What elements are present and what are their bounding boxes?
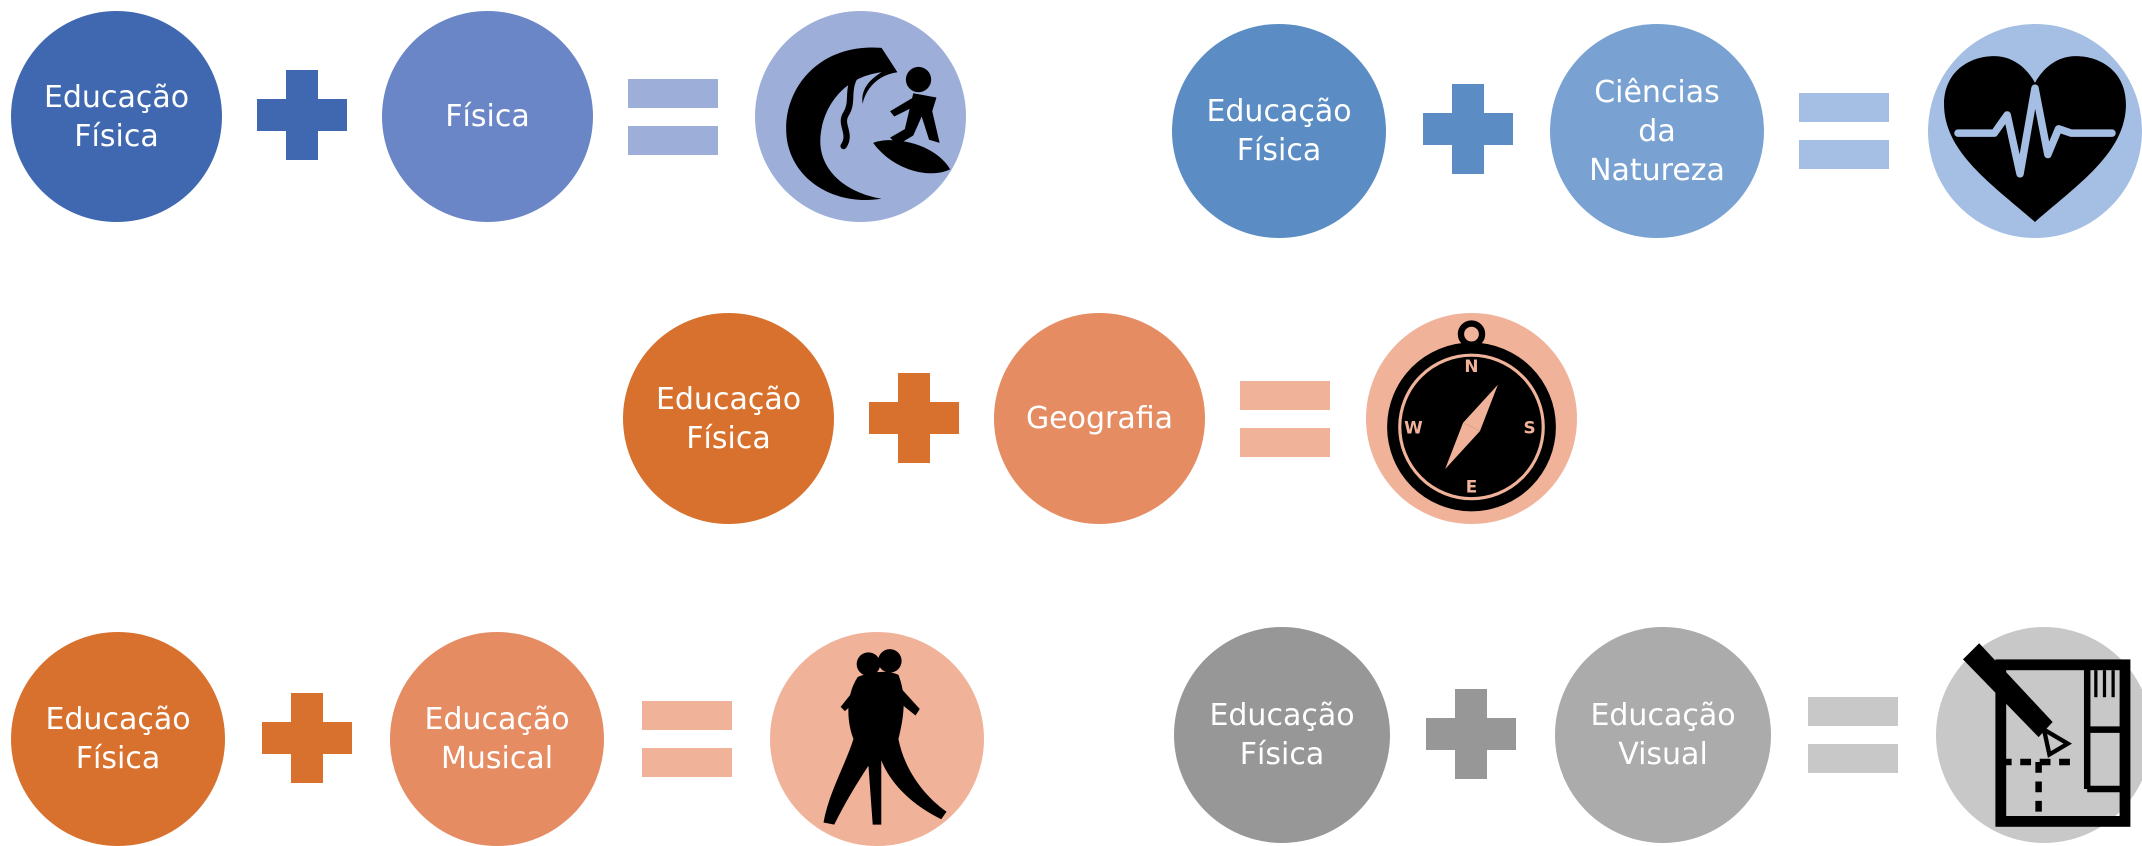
- equals-sign: [1799, 93, 1889, 169]
- plus-sign: [869, 373, 959, 463]
- plus-sign: [1423, 84, 1513, 174]
- right-circle-label: Física: [445, 99, 530, 134]
- result-circle: [1936, 627, 2142, 843]
- left-circle-label: Educação Física: [43, 79, 190, 154]
- left-circle: Educação Física: [11, 632, 225, 846]
- right-circle-label: Educação Musical: [424, 702, 570, 776]
- left-circle-label: Educação Física: [1206, 94, 1352, 168]
- left-circle: Educação Física: [623, 313, 834, 524]
- result-circle: [755, 11, 966, 222]
- right-circle-label: Ciências da Natureza: [1589, 74, 1725, 188]
- plus-sign: [262, 693, 352, 783]
- right-circle: Educação Visual: [1555, 627, 1771, 843]
- equals-sign: [1808, 697, 1898, 773]
- equals-sign: [642, 701, 732, 777]
- plus-sign: [257, 70, 347, 160]
- right-circle: Ciências da Natureza: [1550, 24, 1764, 238]
- compass-e-label: E: [1466, 476, 1478, 496]
- heart-pulse-icon: [1944, 56, 2126, 222]
- left-circle: Educação Física: [11, 11, 222, 222]
- left-circle: Educação Física: [1172, 24, 1386, 238]
- result-circle: N S E W: [1366, 313, 1577, 524]
- right-circle: Geografia: [994, 313, 1205, 524]
- equals-sign: [1240, 381, 1330, 457]
- compass-w-label: W: [1404, 417, 1423, 437]
- result-circle: [770, 632, 984, 846]
- left-circle: Educação Física: [1174, 627, 1390, 843]
- compass-s-label: S: [1523, 417, 1535, 437]
- result-circle: [1928, 24, 2142, 238]
- equals-sign: [628, 79, 718, 155]
- surfing-icon: [786, 47, 951, 201]
- left-circle-label: Educação Física: [1209, 698, 1355, 772]
- right-circle-label: Educação Visual: [1590, 698, 1736, 772]
- compass-icon: N S E W: [1387, 320, 1556, 512]
- dancing-couple-icon: [823, 649, 947, 825]
- plus-sign: [1426, 689, 1516, 779]
- right-circle: Física: [382, 11, 593, 222]
- floor-plan-drawing-icon: [1963, 643, 2131, 827]
- left-circle-label: Educação Física: [655, 381, 802, 456]
- right-circle: Educação Musical: [390, 632, 604, 846]
- compass-n-label: N: [1464, 356, 1478, 376]
- right-circle-label: Geografia: [1025, 401, 1174, 436]
- left-circle-label: Educação Física: [45, 702, 191, 776]
